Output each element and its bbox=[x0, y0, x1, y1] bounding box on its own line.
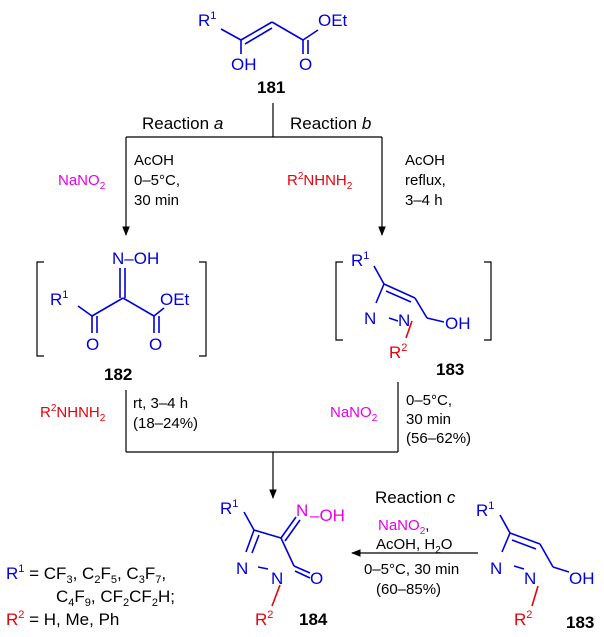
conditions-to-184-right: NaNO2 0–5°C, 30 min (56–62%) bbox=[330, 392, 471, 447]
ring-nitrogen-2: N bbox=[236, 559, 248, 578]
compound-182: N–OH R1 O O OEt 182 bbox=[36, 249, 207, 384]
svg-text:rt, 3–4 h: rt, 3–4 h bbox=[133, 395, 188, 412]
hydroxyl-label: OH bbox=[445, 314, 471, 333]
r2-label: R bbox=[389, 343, 401, 362]
nitrite-reagent: NaNO2 bbox=[58, 172, 106, 192]
svg-text:(56–62%): (56–62%) bbox=[406, 430, 471, 447]
hydrazine-reagent: R2NHNH2 bbox=[40, 403, 106, 424]
hydroxyl-label: OH bbox=[569, 569, 595, 588]
hydroxyl-label: OH bbox=[231, 55, 257, 74]
nitrite-reagent: NaNO2, bbox=[378, 517, 429, 537]
svg-text:AcOH, H2O: AcOH, H2O bbox=[376, 536, 452, 556]
svg-text:R1: R1 bbox=[351, 250, 369, 270]
carbonyl-oxygen-label: O bbox=[299, 55, 312, 74]
ring-nitrogen-1: N bbox=[524, 569, 536, 588]
conditions-c: NaNO2, AcOH, H2O 0–5°C, 30 min (60–85%) bbox=[364, 517, 459, 598]
reaction-b-label: Reaction b bbox=[290, 114, 371, 133]
svg-text:R2: R2 bbox=[514, 609, 532, 629]
svg-text:R1: R1 bbox=[476, 500, 494, 520]
compound-183-top: R1 N N OH R2 183 bbox=[335, 250, 492, 379]
oxime-hydroxyl: –OH bbox=[310, 506, 345, 525]
ring-nitrogen-2: N bbox=[364, 309, 376, 328]
oxime-nitrogen: N bbox=[296, 501, 308, 520]
svg-text:R2: R2 bbox=[389, 342, 407, 362]
compound-number-183: 183 bbox=[566, 613, 594, 632]
r2-label: R bbox=[255, 610, 267, 629]
ester-oxygen-label: O bbox=[149, 335, 162, 354]
conditions-a: NaNO2 AcOH 0–5°C, 30 min bbox=[58, 152, 180, 209]
reaction-a-label: Reaction a bbox=[142, 114, 223, 133]
svg-text:R1: R1 bbox=[50, 289, 68, 309]
reaction-c-label: Reaction c bbox=[375, 488, 456, 507]
compound-number-182: 182 bbox=[104, 365, 132, 384]
hydrazine-reagent: R2NHNH2 bbox=[287, 171, 353, 192]
svg-text:(60–85%): (60–85%) bbox=[376, 581, 441, 598]
svg-text:0–5°C,: 0–5°C, bbox=[134, 172, 180, 189]
branch-split bbox=[122, 103, 386, 236]
carbonyl-oxygen-label: O bbox=[310, 569, 323, 588]
substituent-legend: R1 = CF3, C2F5, C3F7, C4F9, CF2CF2H; R2 … bbox=[6, 563, 175, 629]
r1-label: R bbox=[50, 290, 62, 309]
compound-181: R1 OH O OEt 181 bbox=[198, 10, 348, 97]
svg-text:0–5°C,: 0–5°C, bbox=[406, 392, 452, 409]
svg-text:R1: R1 bbox=[198, 10, 216, 30]
r2-label: R bbox=[514, 610, 526, 629]
svg-text:R2: R2 bbox=[255, 609, 273, 629]
r1-label: R bbox=[198, 11, 210, 30]
legend-r2: R2 = H, Me, Ph bbox=[6, 609, 119, 629]
r1-label: R bbox=[476, 501, 488, 520]
ethoxy-label: OEt bbox=[160, 290, 190, 309]
compound-number-184: 184 bbox=[299, 610, 328, 629]
compound-184: R1 N –OH N N O R2 184 bbox=[220, 498, 345, 629]
svg-text:reflux,: reflux, bbox=[405, 172, 446, 189]
conditions-b: R2NHNH2 AcOH reflux, 3–4 h bbox=[287, 152, 446, 209]
ethoxy-label: OEt bbox=[318, 11, 348, 30]
nitrite-reagent: NaNO2 bbox=[330, 404, 378, 424]
ring-nitrogen-1: N bbox=[398, 311, 410, 330]
legend-r1-continued: C4F9, CF2CF2H; bbox=[56, 587, 175, 609]
conditions-to-184-left: R2NHNH2 rt, 3–4 h (18–24%) bbox=[40, 395, 198, 432]
svg-text:AcOH: AcOH bbox=[134, 152, 174, 169]
compound-number-183: 183 bbox=[436, 360, 464, 379]
r1-label: R bbox=[220, 499, 232, 518]
ring-nitrogen-2: N bbox=[490, 559, 502, 578]
legend-r1: R1 = CF3, C2F5, C3F7, bbox=[6, 563, 166, 586]
r1-label: R bbox=[351, 251, 363, 270]
svg-text:3–4 h: 3–4 h bbox=[405, 192, 443, 209]
svg-text:AcOH: AcOH bbox=[405, 152, 445, 169]
branch-converge bbox=[125, 382, 399, 499]
svg-text:R1: R1 bbox=[220, 498, 238, 518]
ring-nitrogen-1: N bbox=[271, 569, 283, 588]
compound-183-right: R1 N N OH R2 183 bbox=[476, 500, 595, 632]
svg-text:30 min: 30 min bbox=[134, 192, 179, 209]
ketone-oxygen-label: O bbox=[86, 335, 99, 354]
svg-text:0–5°C, 30 min: 0–5°C, 30 min bbox=[364, 561, 459, 578]
oxime-label: N–OH bbox=[112, 249, 159, 268]
svg-text:(18–24%): (18–24%) bbox=[133, 415, 198, 432]
svg-text:30 min: 30 min bbox=[406, 411, 451, 428]
compound-number-181: 181 bbox=[257, 78, 285, 97]
